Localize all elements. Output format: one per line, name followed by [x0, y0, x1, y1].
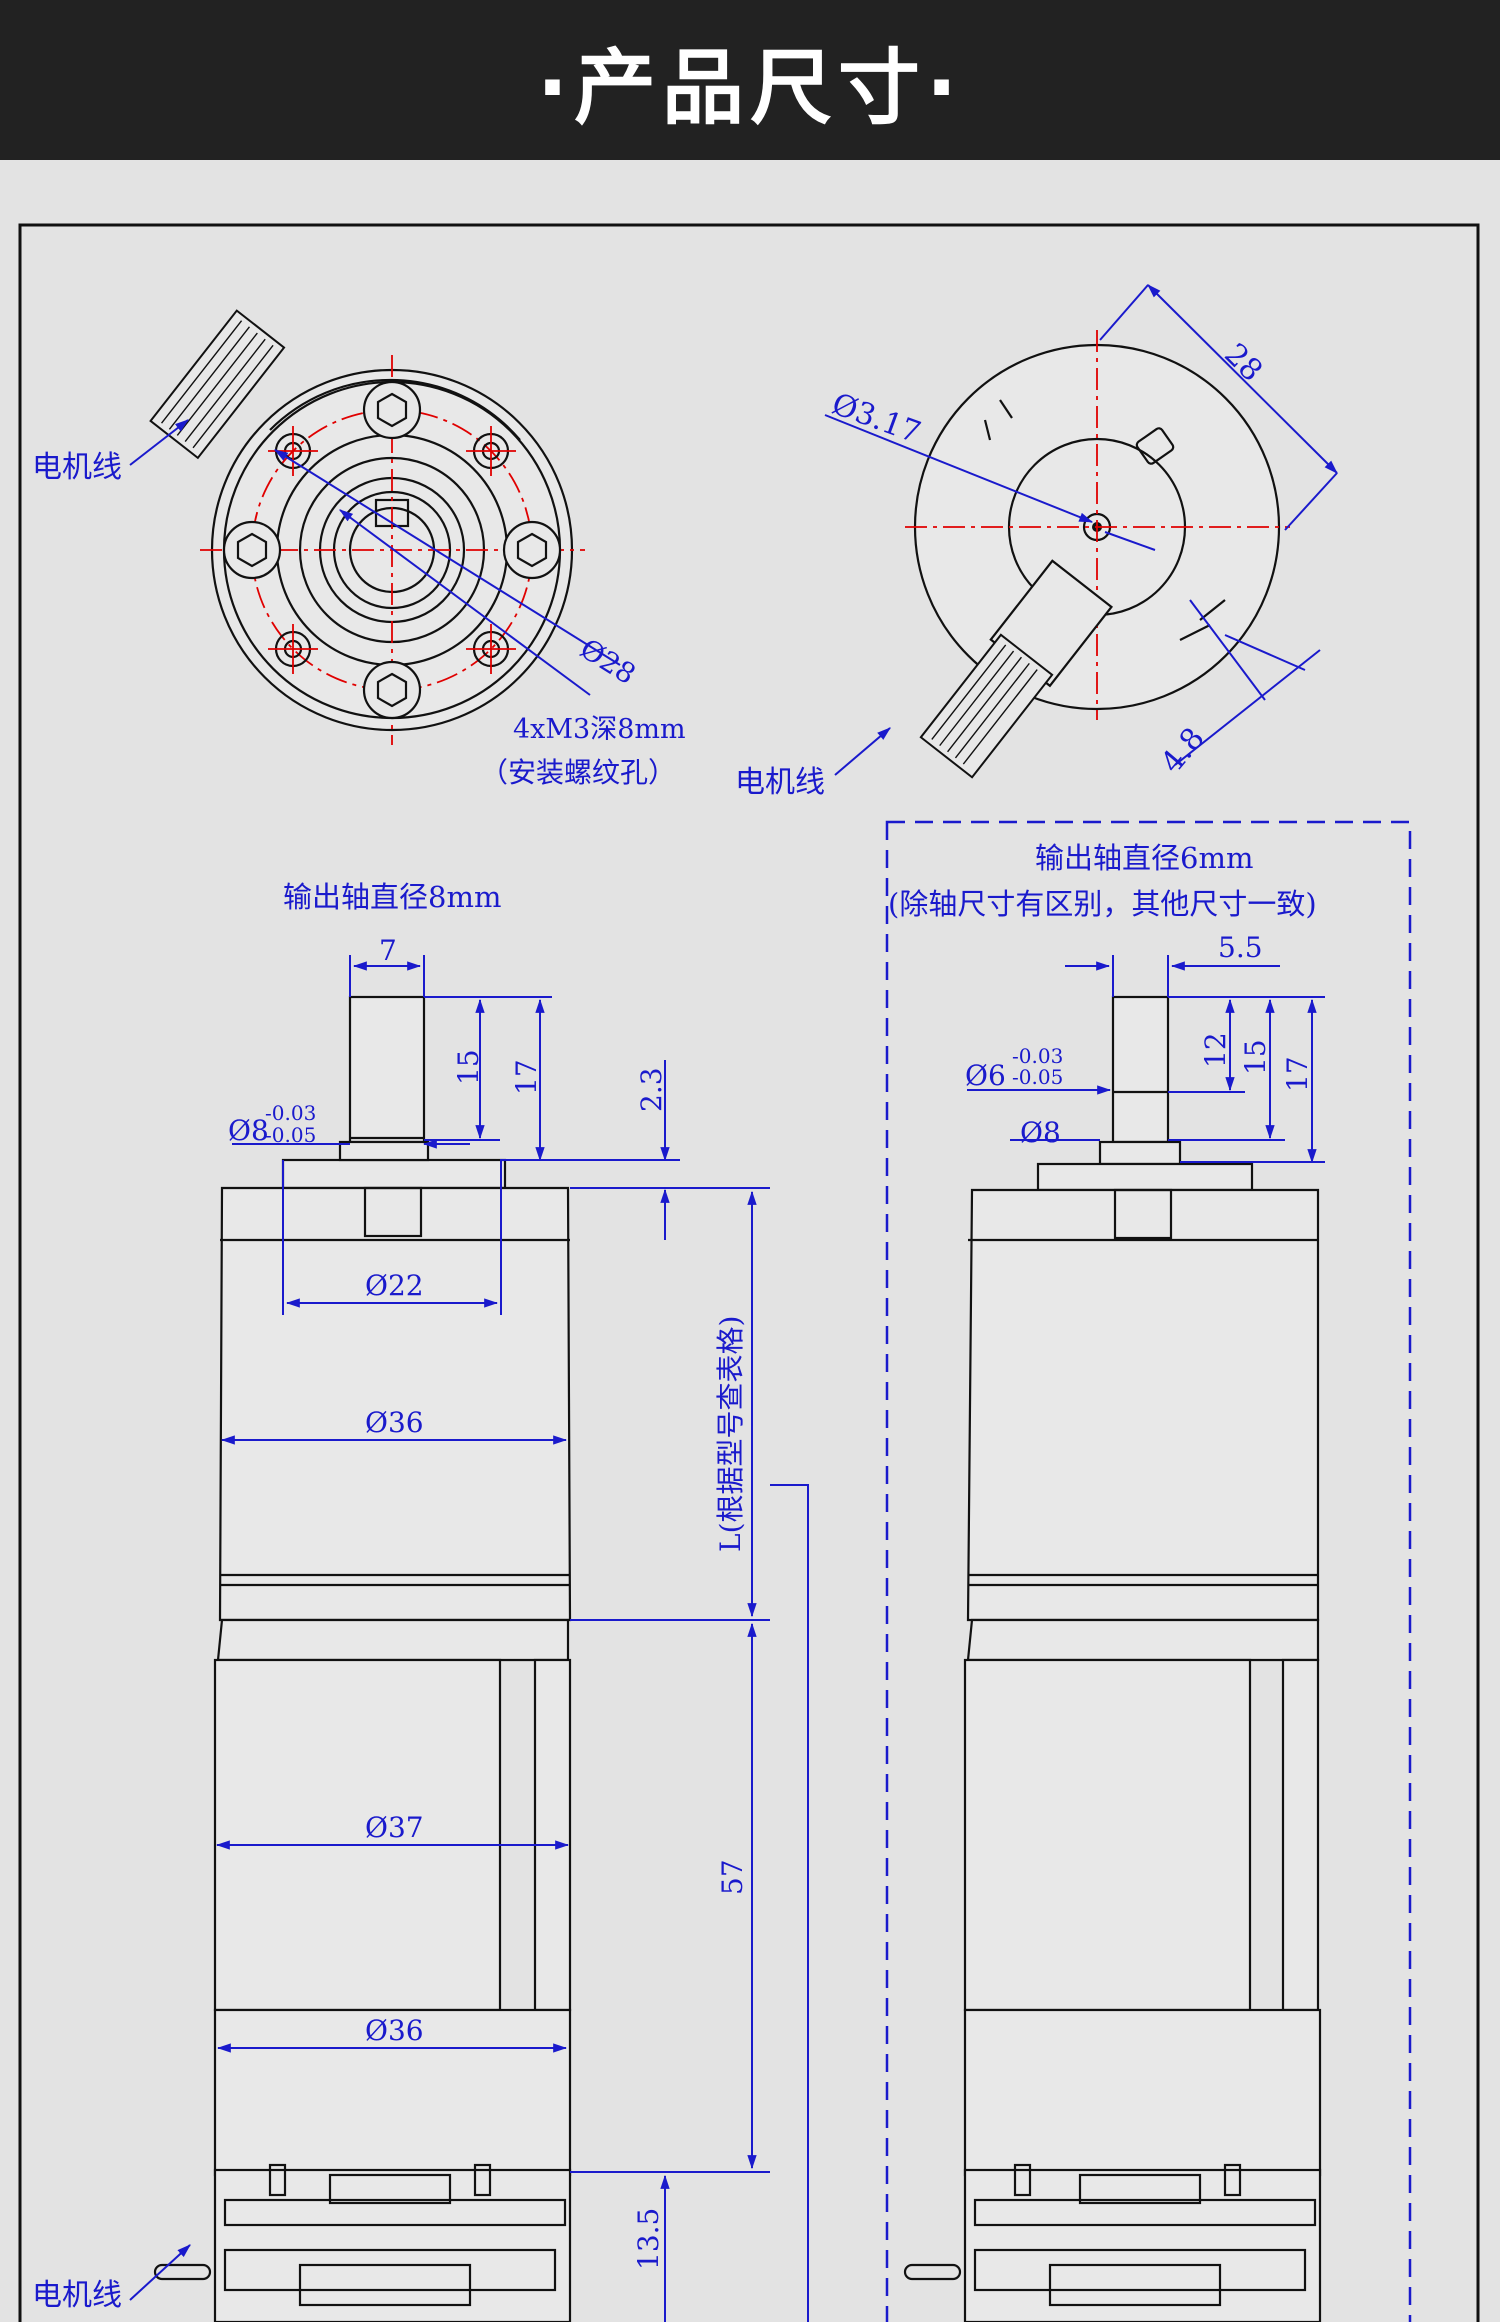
side6-dashed-box [885, 820, 1412, 2322]
rear-motor-wire-label: 电机线 [735, 765, 825, 800]
rear-dia-label: Ø3.17 [827, 387, 925, 451]
side8-d23: 2.3 [635, 1067, 668, 1112]
side8-d17: 17 [510, 1059, 543, 1095]
rear-view [824, 284, 1338, 779]
hex-screws [222, 380, 562, 720]
side6-tol-lower: -0.05 [1012, 1065, 1063, 1089]
side-view-8mm [129, 955, 809, 2322]
side8-end-len: 13.5 [632, 2208, 665, 2270]
side8-boss-dia: Ø22 [365, 1269, 424, 1302]
side8-tol-lower: -0.05 [265, 1123, 316, 1147]
side6-title: 输出轴直径6mm [1035, 841, 1253, 875]
side-view-6mm [903, 955, 1325, 2322]
side8-motor-wire: 电机线 [32, 2278, 122, 2313]
side6-tol-upper: -0.03 [1012, 1044, 1063, 1068]
side6-d15: 15 [1239, 1039, 1272, 1075]
side6-boss-dia: Ø8 [1020, 1116, 1061, 1149]
rear-width-label: 28 [1217, 337, 1269, 389]
side6-shaft-dia: Ø6 [965, 1059, 1006, 1092]
side8-motor-len: 57 [716, 1859, 749, 1895]
side6-d17: 17 [1281, 1056, 1314, 1092]
front-motor-wire-label: 电机线 [32, 450, 122, 485]
rear-wire-ribbon [919, 559, 1114, 779]
page-title: ·产品尺寸· [536, 40, 964, 136]
side8-length-L: L(根据型号查表格) [714, 1316, 747, 1552]
side8-tol-upper: -0.03 [265, 1101, 316, 1125]
side8-shaft-dia: Ø8 [228, 1114, 269, 1147]
mount-note-label: （安装螺纹孔） [480, 756, 676, 789]
rear-offset-label: 4.8 [1154, 721, 1211, 780]
side8-end-dia: Ø36 [365, 2014, 424, 2047]
side8-shaft-flat: 7 [379, 934, 397, 967]
side6-note: (除轴尺寸有区别，其他尺寸一致) [888, 887, 1317, 921]
side8-motor-dia: Ø37 [365, 1811, 424, 1844]
mount-holes-label: 4xM3深8mm [513, 714, 686, 745]
side8-gear-dia: Ø36 [365, 1406, 424, 1439]
drawing-frame [18, 223, 1480, 2322]
side6-d12: 12 [1199, 1032, 1232, 1068]
header-banner: ·产品尺寸· [0, 0, 1500, 160]
side6-shaft-flat: 5.5 [1218, 931, 1263, 964]
side8-title: 输出轴直径8mm [283, 880, 501, 914]
front-dia-label: Ø28 [574, 632, 641, 691]
front-view [129, 309, 621, 745]
side8-d15: 15 [452, 1049, 485, 1085]
